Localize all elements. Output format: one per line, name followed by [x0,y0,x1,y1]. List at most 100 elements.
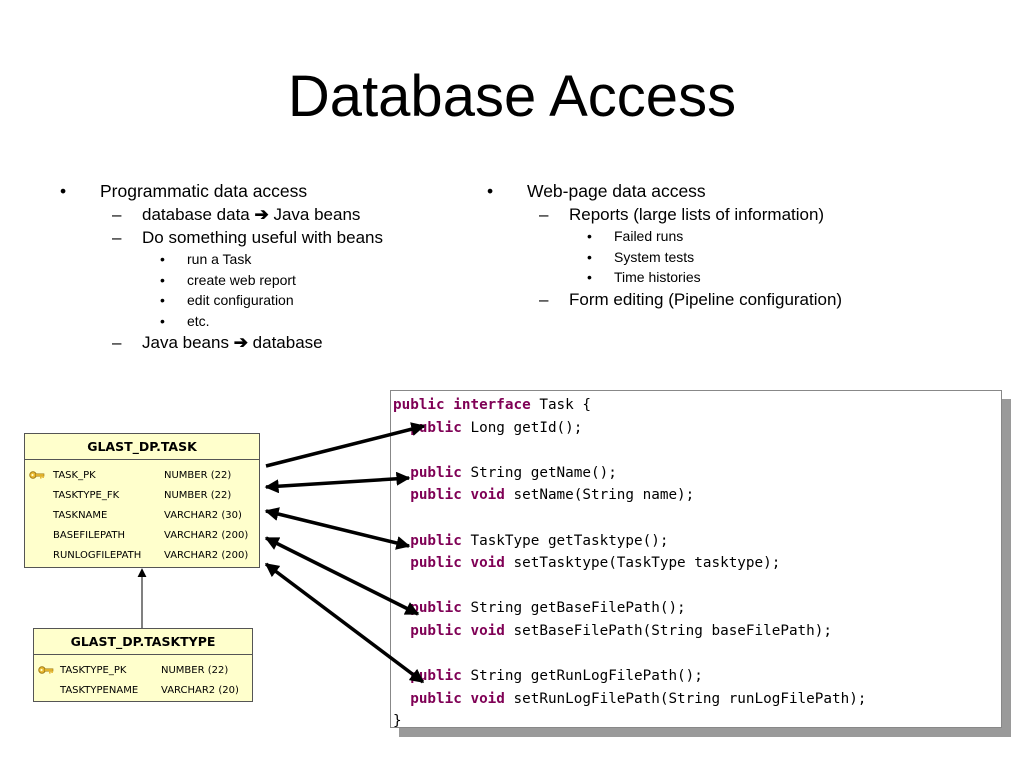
code-keyword: public [410,464,462,481]
code-text: Long getId(); [461,419,583,436]
code-line: public String getName(); [393,462,617,484]
bullet-text: Form editing (Pipeline configuration) [569,289,843,309]
tasktype-table-columns: TASKTYPE_PK NUMBER (22) TASKTYPENAME VARCHA… [34,655,252,701]
table-row: TASKTYPE_PK NUMBER (22) [34,661,252,681]
bullet-text: create web report [187,271,296,288]
tasktype-table-title: GLAST_DP.TASKTYPE [34,629,252,655]
table-row: RUNLOGFILEPATH VARCHAR2 (200) [25,546,259,566]
column-type: VARCHAR2 (30) [164,510,242,521]
right-bullet-list: • Web-page data access – Reports (large lis… [487,180,842,311]
bullet-marker: • [587,228,592,244]
code-text: setName(String name); [504,487,695,504]
bullet-marker: • [160,312,165,329]
arrow-taskpk-to-getid [265,422,426,468]
bullet-marker: • [160,251,165,267]
code-panel: public interface Task { public Long getI… [390,390,1002,729]
bullet-marker: – [112,205,122,224]
bullet-marker: – [112,333,122,352]
arrow-runlogfilepath-to-runlogfilepath [264,562,425,684]
column-name: TASK_PK [53,470,96,481]
table-row: TASKTYPE_FK NUMBER (22) [25,486,259,506]
bullet-level-3: • create web report [60,270,383,291]
code-text: Task { [530,397,591,413]
bullet-level-3: •System tests [487,247,842,268]
bullet-marker: • [60,181,67,201]
bullet-level-2: –Do something useful with beans [60,226,383,249]
bullet-level-3: • Failed runs [487,226,842,247]
code-text: String getName(); [461,464,617,481]
right-arrow-icon: ➔ [233,333,248,352]
bullet-level-3: • run a Task [60,249,383,270]
primary-key-icon [29,471,45,479]
code-line: public String getRunLogFilePath(); [393,665,703,687]
column-type: VARCHAR2 (200) [164,550,249,561]
bullet-text: edit configuration [187,292,294,308]
table-row: TASKNAME VARCHAR2 (30) [25,506,259,526]
bullet-text: Do something useful with beans [142,228,383,247]
column-type: NUMBER (22) [164,470,232,481]
task-table-columns: TASK_PK NUMBER (22) TASKTYPE_FK NUMBER (22)… [25,460,259,566]
bullet-level-2: – Reports (large lists of information) [487,203,842,226]
column-name: RUNLOGFILEPATH [53,550,142,561]
code-line: public String getBaseFilePath(); [393,597,686,619]
bullet-text: Java beans [268,205,361,224]
bullet-marker: • [160,292,165,308]
code-keyword: public [410,532,462,549]
table-row: TASKTYPENAME VARCHAR2 (20) [34,681,252,701]
bullet-text: Programmatic data access [100,181,308,201]
column-type: NUMBER (22) [161,665,229,676]
column-name: TASKTYPENAME [60,685,139,696]
table-row: TASK_PK NUMBER (22) [25,466,259,486]
task-table-title: GLAST_DP.TASK [25,434,259,460]
bullet-marker: • [160,271,165,288]
bullet-text: Failed runs [614,228,684,244]
code-line: public void setBaseFilePath(String baseF… [393,620,832,642]
bullet-marker: – [539,289,549,309]
left-bullet-list: •Programmatic data access–database data … [60,180,383,354]
bullet-text: etc. [187,312,210,329]
bullet-text: Java beans [142,333,234,352]
primary-key-icon [38,666,54,674]
code-line: } [393,710,402,732]
bullet-level-2: –database data ➔ Java beans [60,203,383,226]
bullet-marker: • [487,181,494,201]
code-text: String getBaseFilePath(); [461,600,686,617]
code-text: } [393,713,402,730]
bullet-level-1: • Programmatic data access [60,180,383,203]
bullet-level-1: • Web-page data access [487,180,842,203]
slide-title: Database Access [287,64,737,129]
arrow-tasktype-to-name [264,471,411,494]
bullet-text: database [247,333,323,352]
code-text: TaskType getTasktype(); [461,532,669,549]
bullet-level-3: • etc. [60,311,383,332]
code-text: setBaseFilePath(String baseFilePath); [504,623,833,639]
code-keyword: public void [410,690,505,707]
bullet-text: run a Task [187,251,252,267]
bullet-marker: • [587,248,592,265]
tasktype-table: GLAST_DP.TASKTYPE TASKTYPE_PK NUMBER (22)… [33,628,253,702]
code-line: public void setRunLogFilePath(String run… [393,688,866,710]
code-text: String getRunLogFilePath(); [461,668,703,685]
code-line: public void setName(String name); [393,484,694,506]
code-text: setTasktype(TaskType tasktype); [504,555,781,572]
bullet-text: database data [142,205,255,224]
bullet-marker: – [539,205,549,224]
arrow-taskname-to-tasktype [264,507,411,550]
code-line: public interface Task { [393,394,591,416]
bullet-level-2: – Java beans ➔ database [60,331,383,354]
code-keyword: public interface [393,397,531,413]
bullet-level-3: • edit configuration [60,290,383,311]
bullet-text: Reports (large lists of information) [569,205,825,224]
code-keyword: public void [410,487,505,504]
column-name: TASKTYPE_PK [60,665,127,676]
bullet-marker: • [587,269,592,285]
bullet-text: Web-page data access [527,181,706,201]
column-name: TASKTYPE_FK [53,490,120,501]
arrow-basefilepath-to-basefilepath [264,536,420,616]
column-name: TASKNAME [53,510,108,521]
code-line: public TaskType getTasktype(); [393,530,668,552]
column-type: NUMBER (22) [164,490,232,501]
column-type: VARCHAR2 (20) [161,685,239,696]
